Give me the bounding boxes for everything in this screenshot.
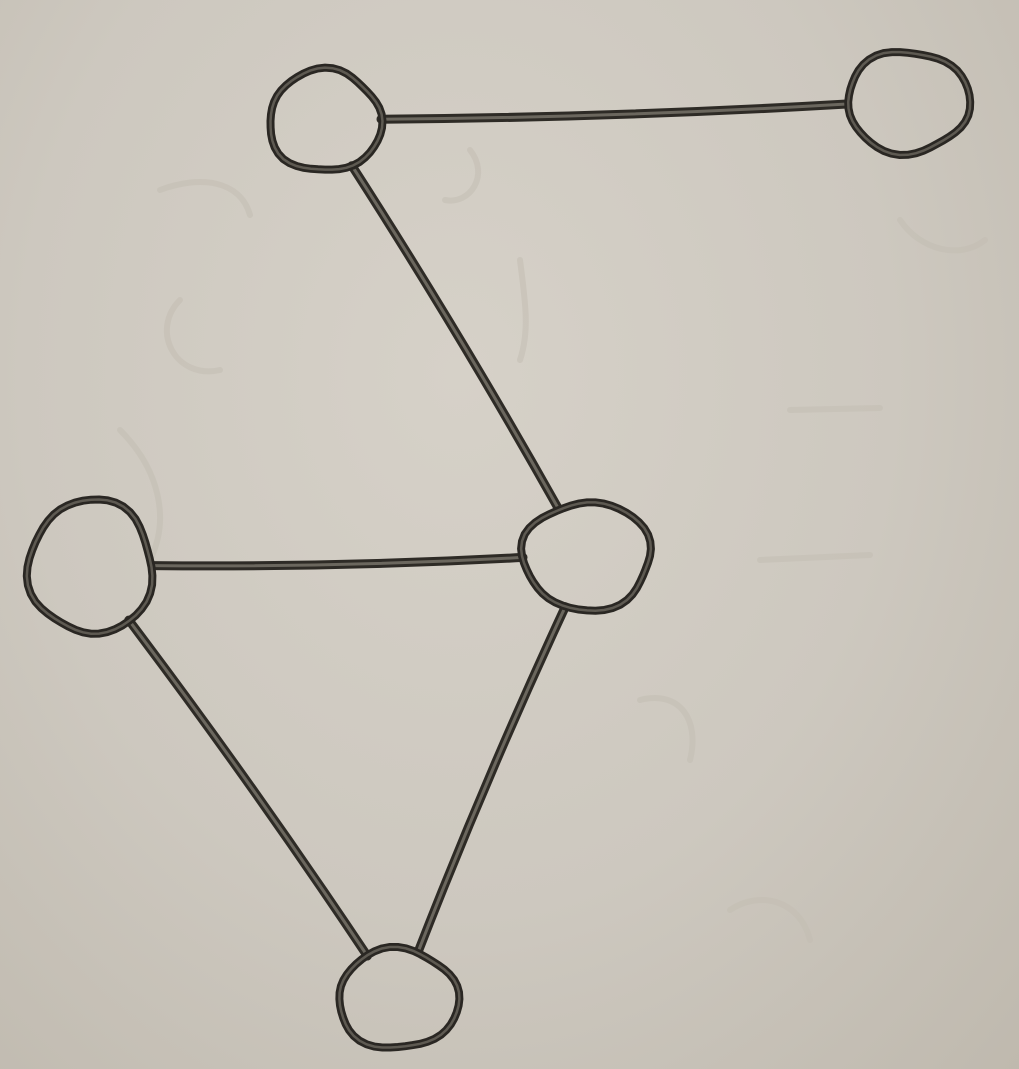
node-ring-highlight <box>338 945 461 1049</box>
edges-layer <box>124 99 852 961</box>
edge-highlight <box>127 618 369 958</box>
edge-highlight <box>350 164 560 510</box>
node-ring <box>22 495 157 638</box>
edge-n4-n5 <box>124 615 372 961</box>
node-ring-highlight <box>269 66 384 171</box>
top-left-node <box>266 63 387 174</box>
edge-stroke <box>376 99 852 124</box>
ghost-marks <box>117 147 988 943</box>
edge-n4-n3 <box>148 552 528 571</box>
edge-highlight <box>379 102 849 121</box>
node-ring-highlight <box>25 498 154 635</box>
edge-stroke <box>413 602 570 957</box>
edge-n1-n3 <box>347 161 563 513</box>
middle-left-node <box>22 495 157 638</box>
edge-n3-n5 <box>413 602 570 957</box>
top-right-node <box>844 48 975 160</box>
edge-highlight <box>416 605 567 954</box>
node-ring-highlight <box>846 50 972 157</box>
nodes-layer <box>22 48 975 1052</box>
bottom-node <box>335 943 464 1052</box>
edge-n1-n2 <box>376 99 852 124</box>
node-ring-highlight <box>519 501 653 612</box>
middle-right-node <box>517 498 655 615</box>
edge-stroke <box>124 615 372 961</box>
edge-highlight <box>151 555 525 568</box>
